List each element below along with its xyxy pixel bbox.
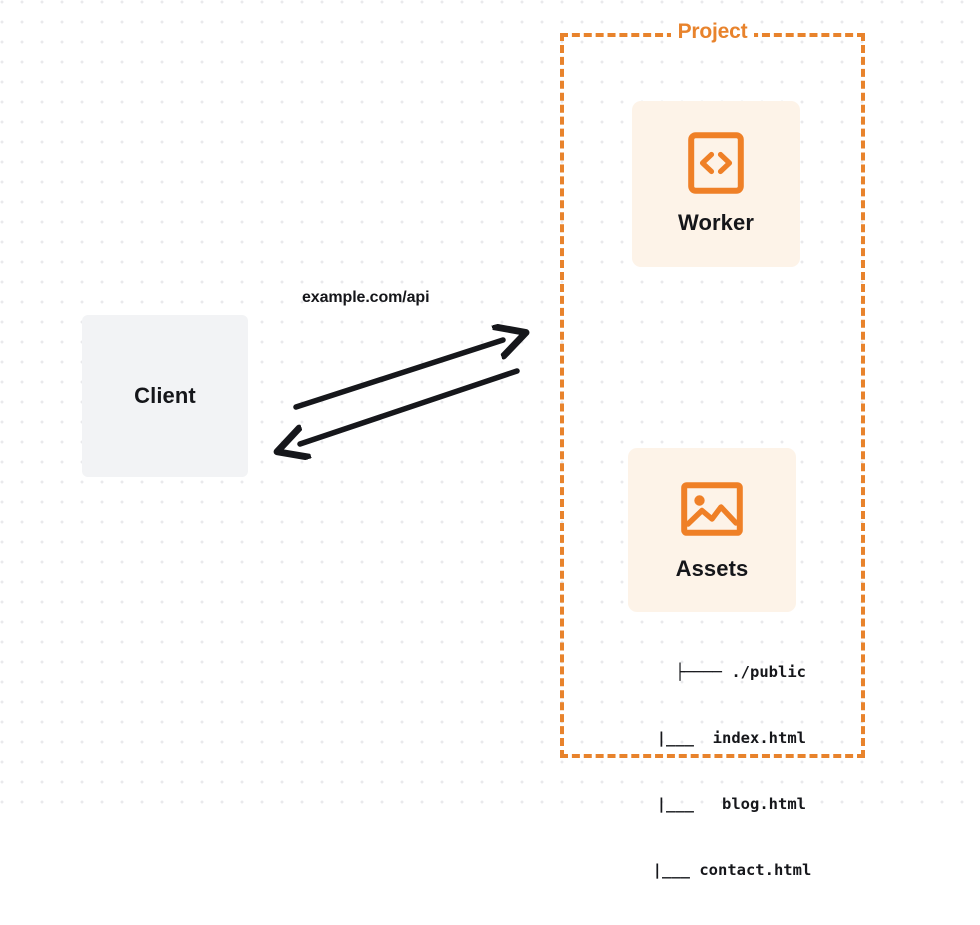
- diagram-canvas: Client example.com/api Project Worker: [0, 0, 980, 879]
- tree-row: |___ index.html: [610, 729, 806, 747]
- node-client[interactable]: Client: [82, 315, 248, 477]
- node-worker-label: Worker: [678, 210, 754, 235]
- tree-row: ├──── ./public: [675, 663, 806, 681]
- node-assets-label: Assets: [675, 556, 749, 581]
- image-picture-icon: [681, 478, 743, 540]
- node-assets[interactable]: Assets: [628, 448, 796, 612]
- node-client-label: Client: [134, 383, 196, 408]
- assets-file-tree: ├──── ./public |___ index.html |___ blog…: [606, 617, 812, 925]
- connection-label: example.com/api: [302, 289, 430, 306]
- code-brackets-icon: [685, 132, 747, 194]
- tree-row: |___ contact.html: [606, 861, 812, 879]
- node-worker[interactable]: Worker: [632, 101, 800, 267]
- arrow-response: [300, 368, 520, 444]
- tree-row: |___ blog.html: [610, 795, 806, 813]
- arrow-request: [293, 340, 503, 410]
